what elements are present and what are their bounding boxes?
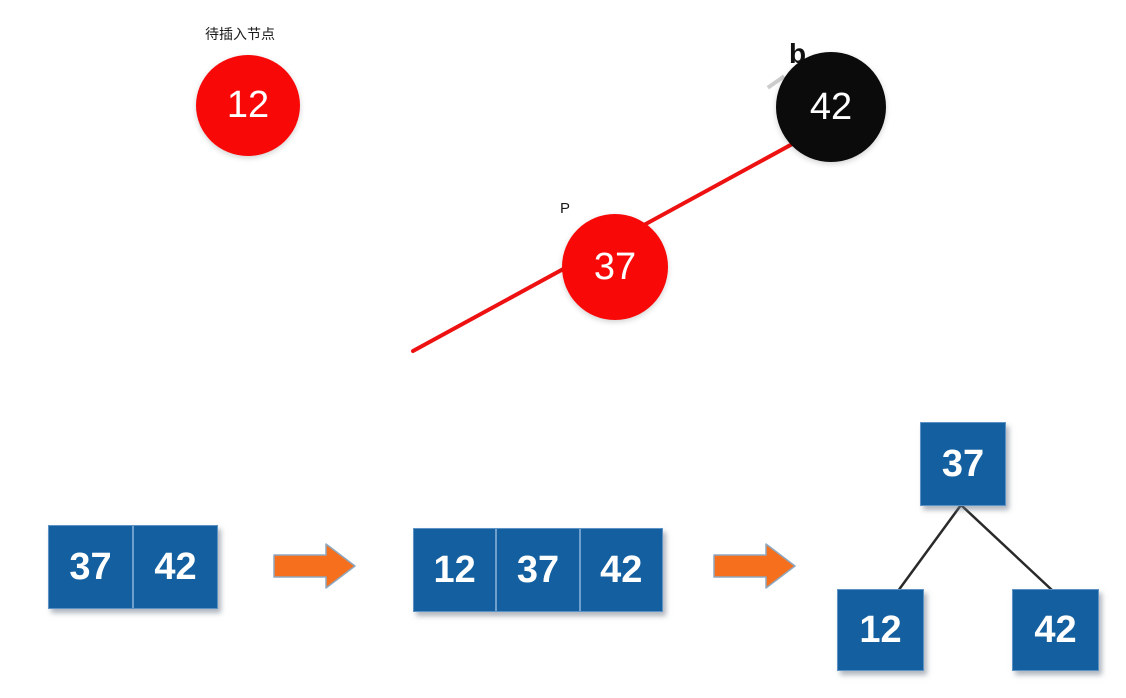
tree-edge-right: [960, 504, 1054, 592]
insert-node-value: 12: [226, 84, 270, 126]
insert-node-label: 待插入节点: [205, 26, 275, 42]
tree-right-child-value: 42: [1034, 608, 1077, 651]
array-cell: 42: [600, 548, 643, 591]
array-cell: 37: [497, 529, 581, 611]
array-cell: 42: [154, 545, 197, 588]
parent-node-label: P: [560, 200, 571, 217]
tree-left-child-value: 12: [859, 608, 902, 651]
black-node-circle: 42: [776, 52, 886, 162]
tree-root-value: 37: [941, 442, 985, 485]
black-node-value: 42: [809, 85, 853, 128]
array-block-3cell: 12 37 42: [413, 528, 663, 612]
tree-root-box: 37: [920, 422, 1006, 506]
right-arrow-icon: [273, 543, 356, 589]
array-cell: 37: [49, 526, 134, 608]
insert-node-circle: 12: [196, 55, 300, 156]
tree-left-child-box: 12: [837, 589, 924, 671]
tree-right-child-box: 42: [1012, 589, 1099, 671]
parent-node-circle: 37: [562, 214, 668, 320]
parent-node-value: 37: [593, 245, 637, 288]
right-arrow-icon: [713, 543, 796, 589]
array-cell: 12: [414, 529, 498, 611]
array-block-2cell: 37 42: [48, 525, 218, 609]
tree-edge-left: [896, 504, 963, 592]
